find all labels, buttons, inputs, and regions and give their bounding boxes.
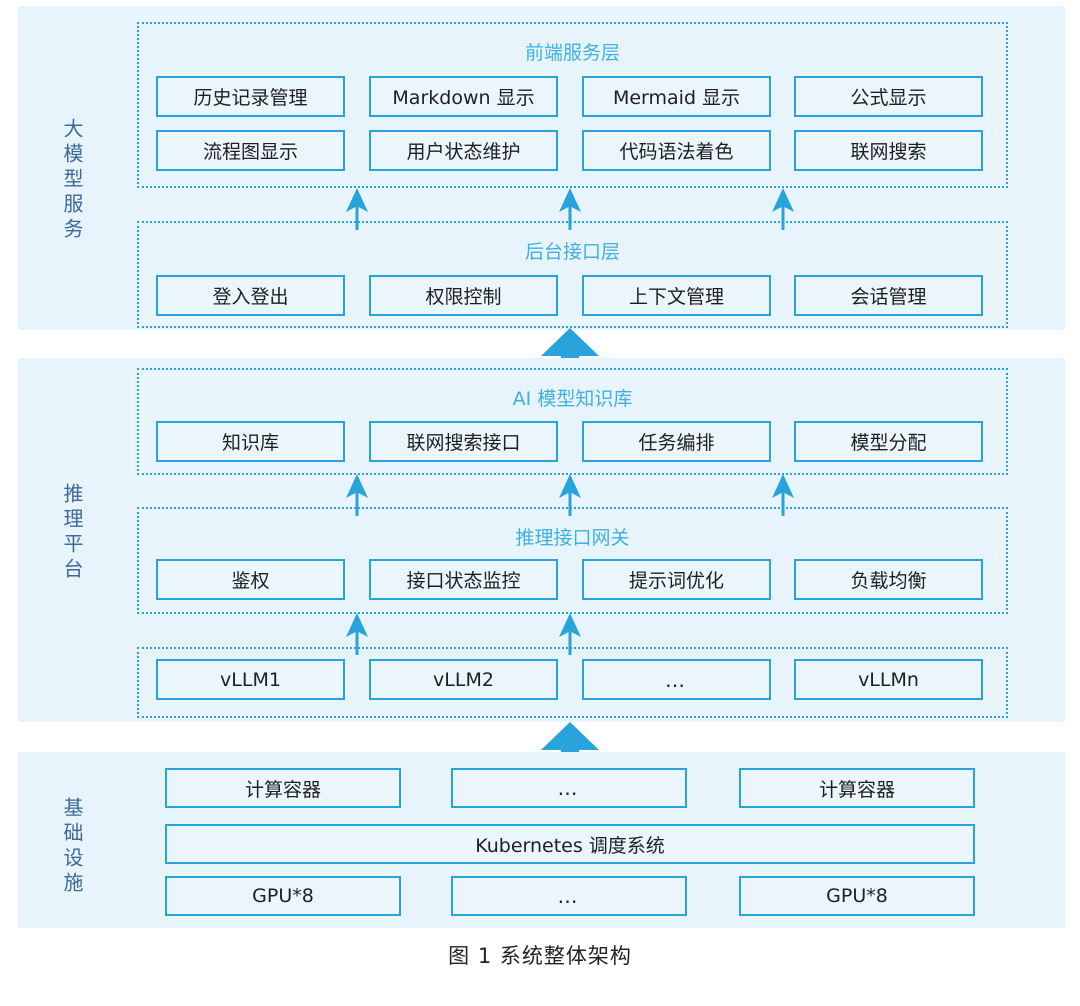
arrow-gateway-to-knowledge-base-3 <box>772 474 794 516</box>
arrow-gateway-to-knowledge-base-1 <box>346 474 368 516</box>
band-label-inference-platform: 推理平台 <box>60 483 84 583</box>
node-permission-control[interactable]: 权限控制 <box>369 275 558 316</box>
node-session-management[interactable]: 会话管理 <box>794 275 983 316</box>
figure-caption: 图 1 系统整体架构 <box>448 944 632 968</box>
group-title-inference-api-gateway: 推理接口网关 <box>515 527 630 549</box>
node-compute-container-1[interactable]: 计算容器 <box>165 768 401 808</box>
group-inference-api-gateway: 推理接口网关 <box>137 507 1008 614</box>
node-vllm-ellipsis: … <box>582 659 771 700</box>
group-backend-interface-layer: 后台接口层 <box>137 221 1008 328</box>
node-authentication[interactable]: 鉴权 <box>156 559 345 600</box>
node-prompt-optimization[interactable]: 提示词优化 <box>582 559 771 600</box>
group-title-ai-model-knowledge-base: AI 模型知识库 <box>512 388 633 410</box>
node-kubernetes-scheduler[interactable]: Kubernetes 调度系统 <box>165 824 975 864</box>
node-api-status-monitoring[interactable]: 接口状态监控 <box>369 559 558 600</box>
group-frontend-service-layer: 前端服务层 <box>137 22 1008 188</box>
arrow-inference-to-llm-service <box>541 328 599 368</box>
band-label-infrastructure: 基础设施 <box>60 797 84 897</box>
node-compute-container-2[interactable]: 计算容器 <box>739 768 975 808</box>
arrow-backend-to-frontend-1 <box>346 188 368 230</box>
arrow-vllm-to-gateway-2 <box>559 613 581 655</box>
node-gpu-1[interactable]: GPU*8 <box>165 876 401 916</box>
node-compute-container-ellipsis: … <box>451 768 687 808</box>
node-vllm-1[interactable]: vLLM1 <box>156 659 345 700</box>
group-title-frontend-service-layer: 前端服务层 <box>524 42 620 64</box>
node-vllm-2[interactable]: vLLM2 <box>369 659 558 700</box>
arrow-infrastructure-to-inference <box>541 722 599 762</box>
node-model-allocation[interactable]: 模型分配 <box>794 421 983 462</box>
node-gpu-ellipsis: … <box>451 876 687 916</box>
arrow-gateway-to-knowledge-base-2 <box>559 474 581 516</box>
node-web-search[interactable]: 联网搜索 <box>794 130 983 171</box>
arrow-vllm-to-gateway-1 <box>346 613 368 655</box>
node-flowchart-display[interactable]: 流程图显示 <box>156 130 345 171</box>
node-knowledge-base[interactable]: 知识库 <box>156 421 345 462</box>
node-task-orchestration[interactable]: 任务编排 <box>582 421 771 462</box>
node-mermaid-display[interactable]: Mermaid 显示 <box>582 76 771 117</box>
group-vllm-instances <box>137 647 1008 718</box>
node-context-management[interactable]: 上下文管理 <box>582 275 771 316</box>
node-code-syntax-highlighting[interactable]: 代码语法着色 <box>582 130 771 171</box>
node-formula-display[interactable]: 公式显示 <box>794 76 983 117</box>
node-markdown-display[interactable]: Markdown 显示 <box>369 76 558 117</box>
node-history-record-management[interactable]: 历史记录管理 <box>156 76 345 117</box>
node-web-search-interface[interactable]: 联网搜索接口 <box>369 421 558 462</box>
group-ai-model-knowledge-base: AI 模型知识库 <box>137 368 1008 475</box>
arrow-backend-to-frontend-3 <box>772 188 794 230</box>
node-vllm-n[interactable]: vLLMn <box>794 659 983 700</box>
group-title-backend-interface-layer: 后台接口层 <box>524 241 620 263</box>
node-gpu-2[interactable]: GPU*8 <box>739 876 975 916</box>
band-label-llm-service: 大模型服务 <box>60 118 84 243</box>
node-login-logout[interactable]: 登入登出 <box>156 275 345 316</box>
node-user-state-maintenance[interactable]: 用户状态维护 <box>369 130 558 171</box>
arrow-backend-to-frontend-2 <box>559 188 581 230</box>
node-load-balancing[interactable]: 负载均衡 <box>794 559 983 600</box>
